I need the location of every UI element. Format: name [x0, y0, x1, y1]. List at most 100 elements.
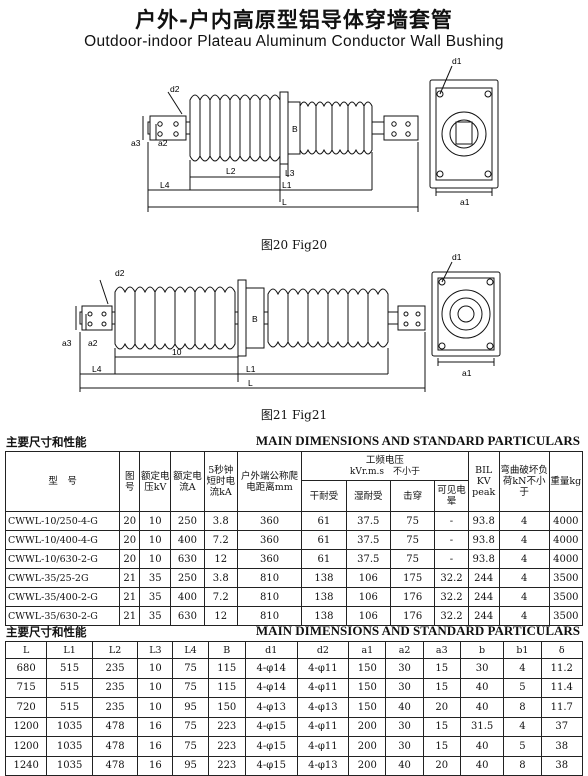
table-cell: 10	[137, 658, 174, 679]
column-header: L4	[172, 641, 209, 659]
table-cell: 11.4	[540, 677, 584, 698]
table-cell: 4-φ11	[296, 736, 350, 757]
table-cell: 3500	[548, 606, 584, 626]
table-cell: 630	[170, 549, 205, 569]
table-cell: 30	[385, 658, 424, 679]
table-cell: 4000	[548, 549, 584, 569]
table-cell: 8	[503, 755, 542, 776]
table-cell: 30	[385, 677, 424, 698]
table-cell: 37.5	[345, 549, 391, 569]
table-cell: 235	[91, 677, 139, 698]
table-cell: 223	[207, 736, 246, 757]
column-header: L1	[46, 641, 93, 659]
page-title-en: Outdoor-indoor Plateau Aluminum Conducto…	[84, 33, 504, 50]
column-header: a1	[348, 641, 387, 659]
th-dry: 干耐受	[301, 480, 347, 512]
table-cell: 11.2	[540, 658, 584, 679]
table-cell: 1240	[4, 755, 48, 776]
column-header: a3	[422, 641, 461, 659]
figure-20-caption: 图20 Fig20	[260, 238, 328, 252]
table-cell: 16	[137, 755, 174, 776]
table-cell: 1200	[4, 736, 48, 757]
table-cell: 138	[301, 606, 347, 626]
table-cell: 40	[459, 697, 505, 718]
table-cell: 12	[203, 549, 238, 569]
th-fig: 图号	[119, 451, 141, 512]
table-cell: 16	[137, 736, 174, 757]
table-cell: 10	[139, 511, 172, 531]
table-cell: 75	[389, 511, 436, 531]
table-cell: 20	[422, 755, 461, 776]
label-a1: a1	[462, 368, 472, 378]
table-cell: 235	[91, 697, 139, 718]
figure-20-drawing: d2 a3 a2 B L2 L3 L4 L1 L d1 a1	[131, 56, 499, 212]
table-cell: 115	[207, 658, 246, 679]
table-cell: 32.2	[434, 568, 469, 588]
table-cell: 20	[119, 530, 141, 550]
label-B: B	[252, 314, 258, 324]
table-cell: 3500	[548, 568, 584, 588]
table-cell: 4	[503, 716, 542, 737]
table-cell: -	[434, 549, 469, 569]
table-cell: 30	[459, 658, 505, 679]
column-header: L3	[137, 641, 174, 659]
th-voltage: 额定电压kV	[139, 451, 172, 512]
table-cell: 200	[348, 755, 387, 776]
table-cell: 30	[385, 736, 424, 757]
table-cell: 35	[139, 587, 172, 607]
table-cell: 250	[170, 511, 205, 531]
table-cell: 223	[207, 755, 246, 776]
table-cell: 150	[207, 697, 246, 718]
table-cell: 150	[348, 658, 387, 679]
table-cell: 106	[345, 587, 391, 607]
column-header: d2	[296, 641, 350, 659]
table-cell: 138	[301, 568, 347, 588]
section1-title-cn: 主要尺寸和性能	[6, 435, 87, 449]
table-cell: 7.2	[203, 587, 238, 607]
table-cell: 244	[467, 606, 500, 626]
table-cell: 4-φ15	[244, 736, 298, 757]
table-cell: 810	[236, 568, 303, 588]
column-header: B	[207, 641, 246, 659]
table-cell: 75	[172, 736, 209, 757]
table-cell: 4	[498, 549, 550, 569]
table-cell: 3.8	[203, 568, 238, 588]
table-cell: 31.5	[459, 716, 505, 737]
table-cell: 515	[46, 677, 93, 698]
table-cell: 515	[46, 658, 93, 679]
table-cell: 37	[540, 716, 584, 737]
table-cell: 75	[172, 716, 209, 737]
table-cell: 75	[172, 658, 209, 679]
label-d1: d1	[452, 56, 462, 66]
th-power-freq: 工频电压 kVr.m.s 不小于	[301, 451, 469, 481]
label-a1: a1	[460, 197, 470, 207]
model-cell: CWWL-35/400-2-G	[4, 587, 121, 607]
table-cell: 12	[203, 606, 238, 626]
table-cell: 40	[459, 755, 505, 776]
table-cell: 3.8	[203, 511, 238, 531]
table-cell: 400	[170, 587, 205, 607]
table-cell: 4-φ13	[244, 697, 298, 718]
table-cell: 75	[172, 677, 209, 698]
table-cell: 4000	[548, 530, 584, 550]
table-cell: 720	[4, 697, 48, 718]
table-cell: 35	[139, 606, 172, 626]
table-cell: 4-φ15	[244, 755, 298, 776]
table-cell: 95	[172, 755, 209, 776]
model-cell: CWWL-10/400-4-G	[4, 530, 121, 550]
table-cell: 15	[422, 736, 461, 757]
label-d2: d2	[170, 84, 180, 94]
label-L4: L4	[160, 180, 170, 190]
table-cell: 75	[389, 530, 436, 550]
table-cell: 250	[170, 568, 205, 588]
table-cell: 244	[467, 587, 500, 607]
table-cell: 10	[137, 677, 174, 698]
table-cell: 75	[389, 549, 436, 569]
table-cell: 244	[467, 568, 500, 588]
